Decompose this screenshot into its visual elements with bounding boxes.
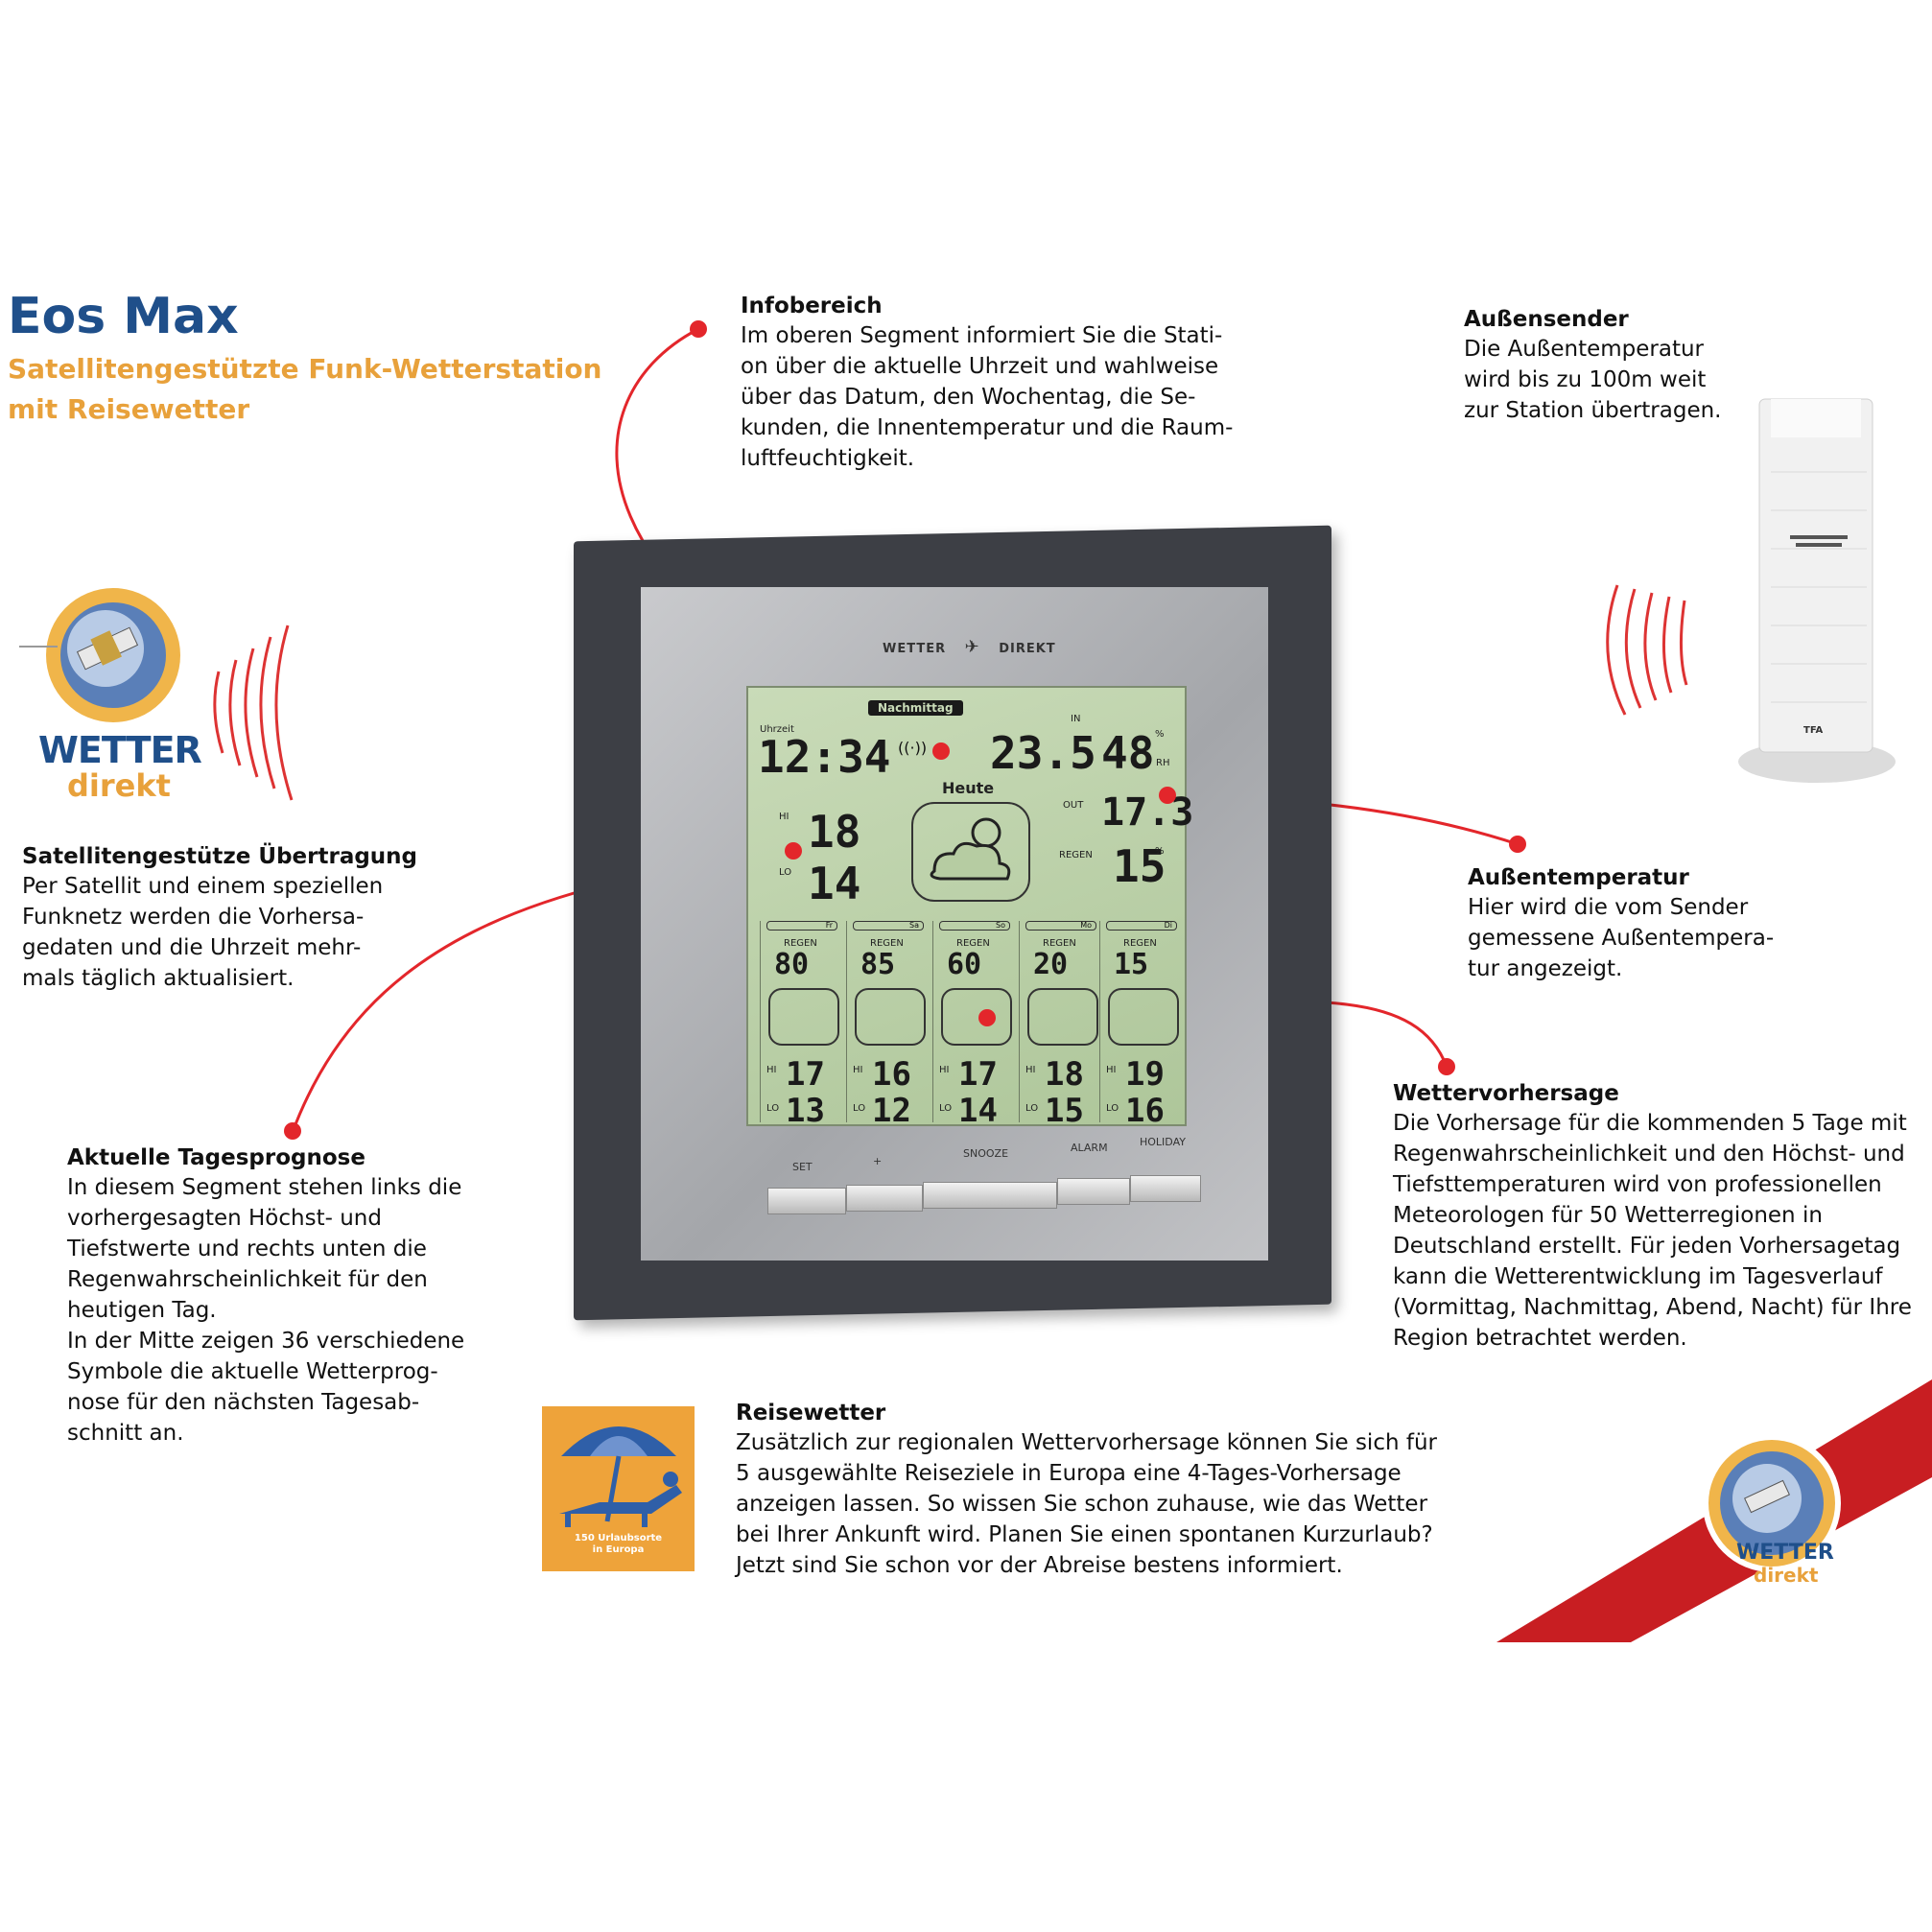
satellite-globe-icon [19,588,180,722]
day-5-regen: 15 [1114,948,1149,981]
day-3-regen: 60 [947,948,982,981]
section-reisewetter: Reisewetter Zusätzlich zur regionalen We… [736,1401,1437,1578]
period-indicator: Nachmittag [868,700,963,716]
today-lo-label: LO [779,867,792,878]
day-1-regen: 80 [774,948,810,981]
today-regen: 15 [1113,840,1166,892]
callout-dot-aussentemp-target [1159,787,1176,804]
day-5-hi: 19 [1125,1055,1165,1094]
set-button[interactable] [767,1188,846,1214]
forecast-day-4: Mo REGEN 20 HI 18 LO 15 [1019,921,1104,1130]
uhrzeit-label: Uhrzeit [760,724,794,735]
callout-dot-wettervorhersage [1438,1058,1455,1075]
heute-label: Heute [942,779,995,797]
today-lo-temp: 14 [808,858,861,909]
holiday-button[interactable] [1130,1175,1201,1202]
day-3-hi: 17 [958,1055,998,1094]
reisewetter-icon-caption: 150 Urlaubsorte in Europa [574,1533,663,1555]
callout-dot-aussentemp [1509,836,1526,853]
device-brand-icon: ✈ [964,637,980,657]
radio-waves-right-icon [1606,584,1688,716]
lcd-display [746,686,1187,1126]
forecast-day-2: Sa REGEN 85 HI 16 LO 12 [846,921,931,1130]
indoor-humidity: 48 [1101,727,1155,779]
logo-direkt-text: direkt [67,767,171,804]
sensor-brand: TFA [1803,725,1824,736]
callout-dot-tagesprognose [284,1122,301,1140]
callout-dot-wettervorhersage-target [978,1009,996,1026]
today-hi-temp: 18 [808,806,861,858]
radio-signal-icon: ((·)) [898,739,928,757]
outdoor-temp: 17.3 [1101,790,1194,835]
radio-waves-left-icon [213,624,294,801]
page-subtitle: Satellitengestützte Funk-Wetterstation m… [8,353,602,425]
day-2-lo: 12 [872,1092,911,1130]
day-2-regen: 85 [860,948,896,981]
section-satellit: Satellitengestütze Übertragung Per Satel… [22,844,418,991]
day-4-lo: 15 [1045,1092,1084,1130]
forecast-day-1: Fr REGEN 80 HI 17 LO 13 [760,921,845,1130]
out-label: OUT [1063,800,1084,811]
day-4-regen: 20 [1033,948,1069,981]
plus-button[interactable] [846,1185,923,1212]
snooze-button[interactable] [923,1182,1057,1209]
forecast-day-5: Di REGEN 15 HI 19 LO 16 [1099,921,1185,1130]
sun-cloud-icon [930,817,1011,881]
section-infobereich: Infobereich Im oberen Segment informiert… [741,294,1234,471]
wetter-direkt-badge: WETTER direkt [1700,1431,1844,1614]
callout-dot-infobereich-target [932,742,950,760]
device-brand: WETTER ✈ DIREKT [883,637,1056,657]
regen-label: REGEN [1059,850,1093,860]
alarm-button[interactable] [1057,1178,1130,1205]
badge-globe-icon [1703,1434,1841,1572]
sun-cloud-icon [1027,988,1098,1046]
sun-cloud-icon [941,988,1012,1046]
storm-cloud-icon [855,988,926,1046]
today-weather-symbol [911,802,1030,902]
day-3-lo: 14 [958,1092,998,1130]
badge-direkt-text: direkt [1754,1564,1819,1587]
wetter-direkt-logo [19,583,201,727]
day-4-hi: 18 [1045,1055,1084,1094]
day-2-hi: 16 [872,1055,911,1094]
time-display: 12:34 [758,731,891,783]
forecast-day-3: So REGEN 60 HI 17 LO 14 [932,921,1018,1130]
beach-umbrella-icon [559,1426,682,1527]
section-aussensender: Außensender Die Außentemperatur wird bis… [1464,307,1722,423]
today-hi-label: HI [779,812,789,822]
sun-cloud-icon [1108,988,1179,1046]
rh-label: RH [1156,758,1170,768]
section-tagesprognose: Aktuelle Tagesprognose In diesem Segment… [67,1145,465,1446]
indoor-temp: 23.5 [990,727,1096,779]
callout-dot-tagesprognose-target [785,842,802,860]
page-title: Eos Max [8,288,239,345]
humidity-percent: % [1155,729,1165,740]
section-aussentemperatur: Außentemperatur Hier wird die vom Sender… [1468,865,1775,981]
day-1-lo: 13 [786,1092,825,1130]
day-1-hi: 17 [786,1055,825,1094]
outdoor-sensor: TFA [1732,386,1896,789]
callout-dot-infobereich [690,320,707,338]
section-wettervorhersage: Wettervorhersage Die Vorhersage für die … [1393,1081,1912,1351]
rain-cloud-icon [768,988,839,1046]
in-label: IN [1071,714,1081,724]
today-regen-percent: % [1155,846,1165,857]
logo-wetter-text: WETTER [38,729,202,771]
day-5-lo: 16 [1125,1092,1165,1130]
badge-wetter-text: WETTER [1736,1541,1834,1565]
reisewetter-icon [542,1406,695,1571]
